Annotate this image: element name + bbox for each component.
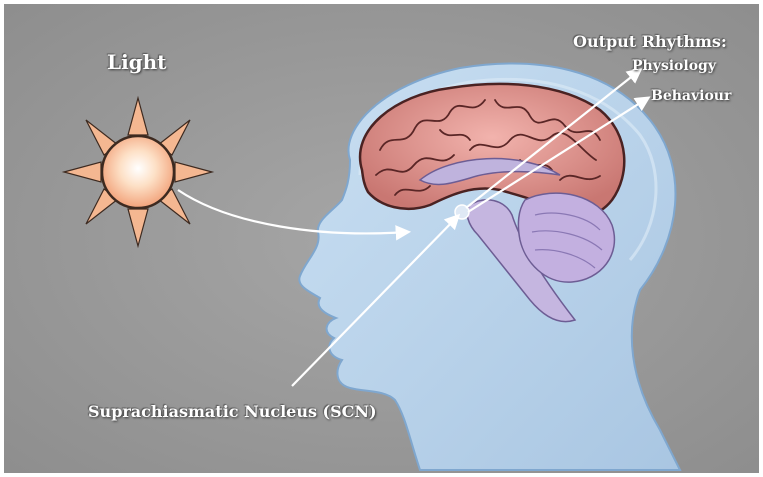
behaviour-label: Behaviour (651, 88, 731, 104)
output-rhythms-title: Output Rhythms: (573, 32, 727, 51)
light-label: Light (107, 50, 166, 74)
sun-icon (64, 98, 212, 246)
physiology-label: Physiology (632, 58, 716, 74)
scn-label: Suprachiasmatic Nucleus (SCN) (88, 402, 377, 421)
